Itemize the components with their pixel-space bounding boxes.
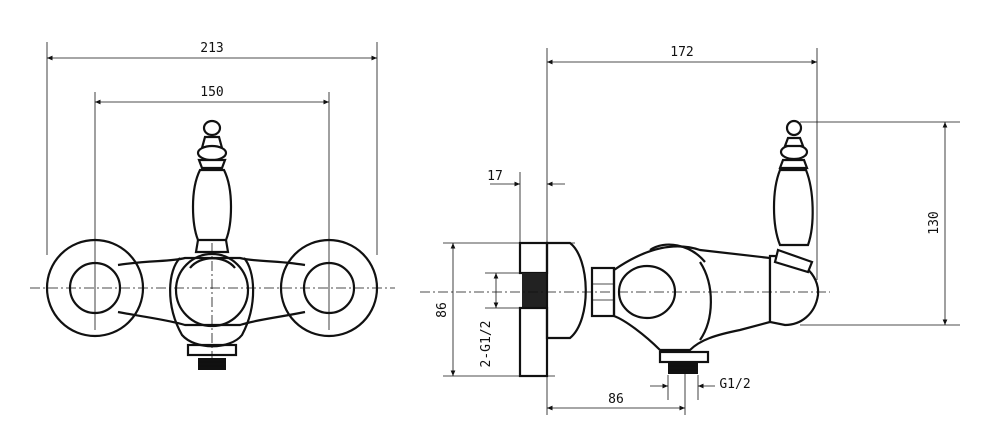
- dim-label-150: 150: [200, 85, 223, 100]
- dimension-86-vertical: 86: [435, 242, 575, 377]
- wall-connection: [518, 241, 549, 378]
- dim-label-130: 130: [927, 211, 942, 234]
- dim-label-172: 172: [670, 45, 693, 60]
- dimension-outlet-thread: G1/2: [650, 375, 751, 400]
- front-view: 213 150: [30, 41, 395, 370]
- mixer-body: [117, 252, 306, 370]
- dim-label-86-vertical: 86: [435, 302, 450, 318]
- right-inlet-cap: [279, 238, 379, 338]
- dim-label-86-horizontal: 86: [608, 392, 624, 407]
- left-inlet-cap: [45, 238, 145, 338]
- dimension-150: 150: [94, 85, 330, 330]
- wall-flange: [545, 241, 587, 340]
- dim-label-17: 17: [487, 169, 503, 184]
- dimension-17: 17: [487, 169, 565, 245]
- dimension-86-horizontal: 86: [547, 370, 686, 415]
- side-view: 172 17 130 86 2-G1/2: [420, 45, 960, 415]
- inlet-thread-label: 2-G1/2: [479, 321, 494, 368]
- side-body: [612, 243, 772, 374]
- dimension-213: 213: [46, 41, 378, 255]
- side-lever-handle: [768, 119, 820, 327]
- outlet-thread-label: G1/2: [719, 377, 750, 392]
- dimension-130: 130: [800, 121, 960, 326]
- lever-handle: [191, 119, 233, 254]
- dim-label-213: 213: [200, 41, 223, 56]
- dimension-inlet-thread: 2-G1/2: [479, 272, 520, 368]
